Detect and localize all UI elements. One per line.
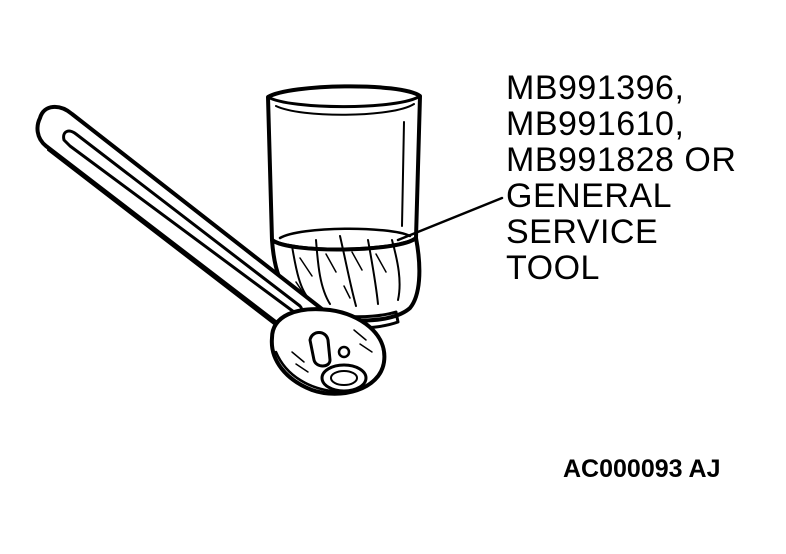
callout-line: TOOL: [506, 249, 600, 287]
head-lower-edge: [274, 350, 342, 394]
oil-filter: [266, 84, 422, 252]
filter-highlight: [401, 121, 405, 227]
cup-rim: [278, 227, 412, 240]
tool-callout-label: MB991396, MB991610, MB991828 OR GENERAL …: [506, 70, 736, 286]
head-shading: [291, 329, 373, 373]
cup-flute-2: [315, 239, 331, 305]
drive-square: [320, 363, 368, 393]
figure-id: AC000093 AJ: [563, 455, 721, 483]
filter-top-rim-inner: [275, 103, 415, 116]
callout-line: GENERAL: [506, 177, 672, 215]
cup-flute-5: [391, 239, 401, 301]
callout-line: SERVICE: [506, 213, 659, 251]
direction-lever: [308, 331, 332, 368]
callout-leader-line: [396, 196, 504, 242]
callout-line: MB991610,: [506, 105, 685, 143]
callout-line: MB991396,: [506, 69, 685, 107]
head-rivet: [337, 345, 351, 359]
cup-flute-4: [367, 239, 379, 305]
filter-top-rim: [266, 94, 422, 109]
cup-flute-3: [339, 235, 357, 307]
drive-square-inner: [330, 370, 358, 386]
ratchet-head: [269, 307, 387, 396]
callout-line: MB991828 OR: [506, 141, 737, 179]
cup-shading: [295, 251, 387, 299]
handle-edge: [47, 149, 301, 345]
